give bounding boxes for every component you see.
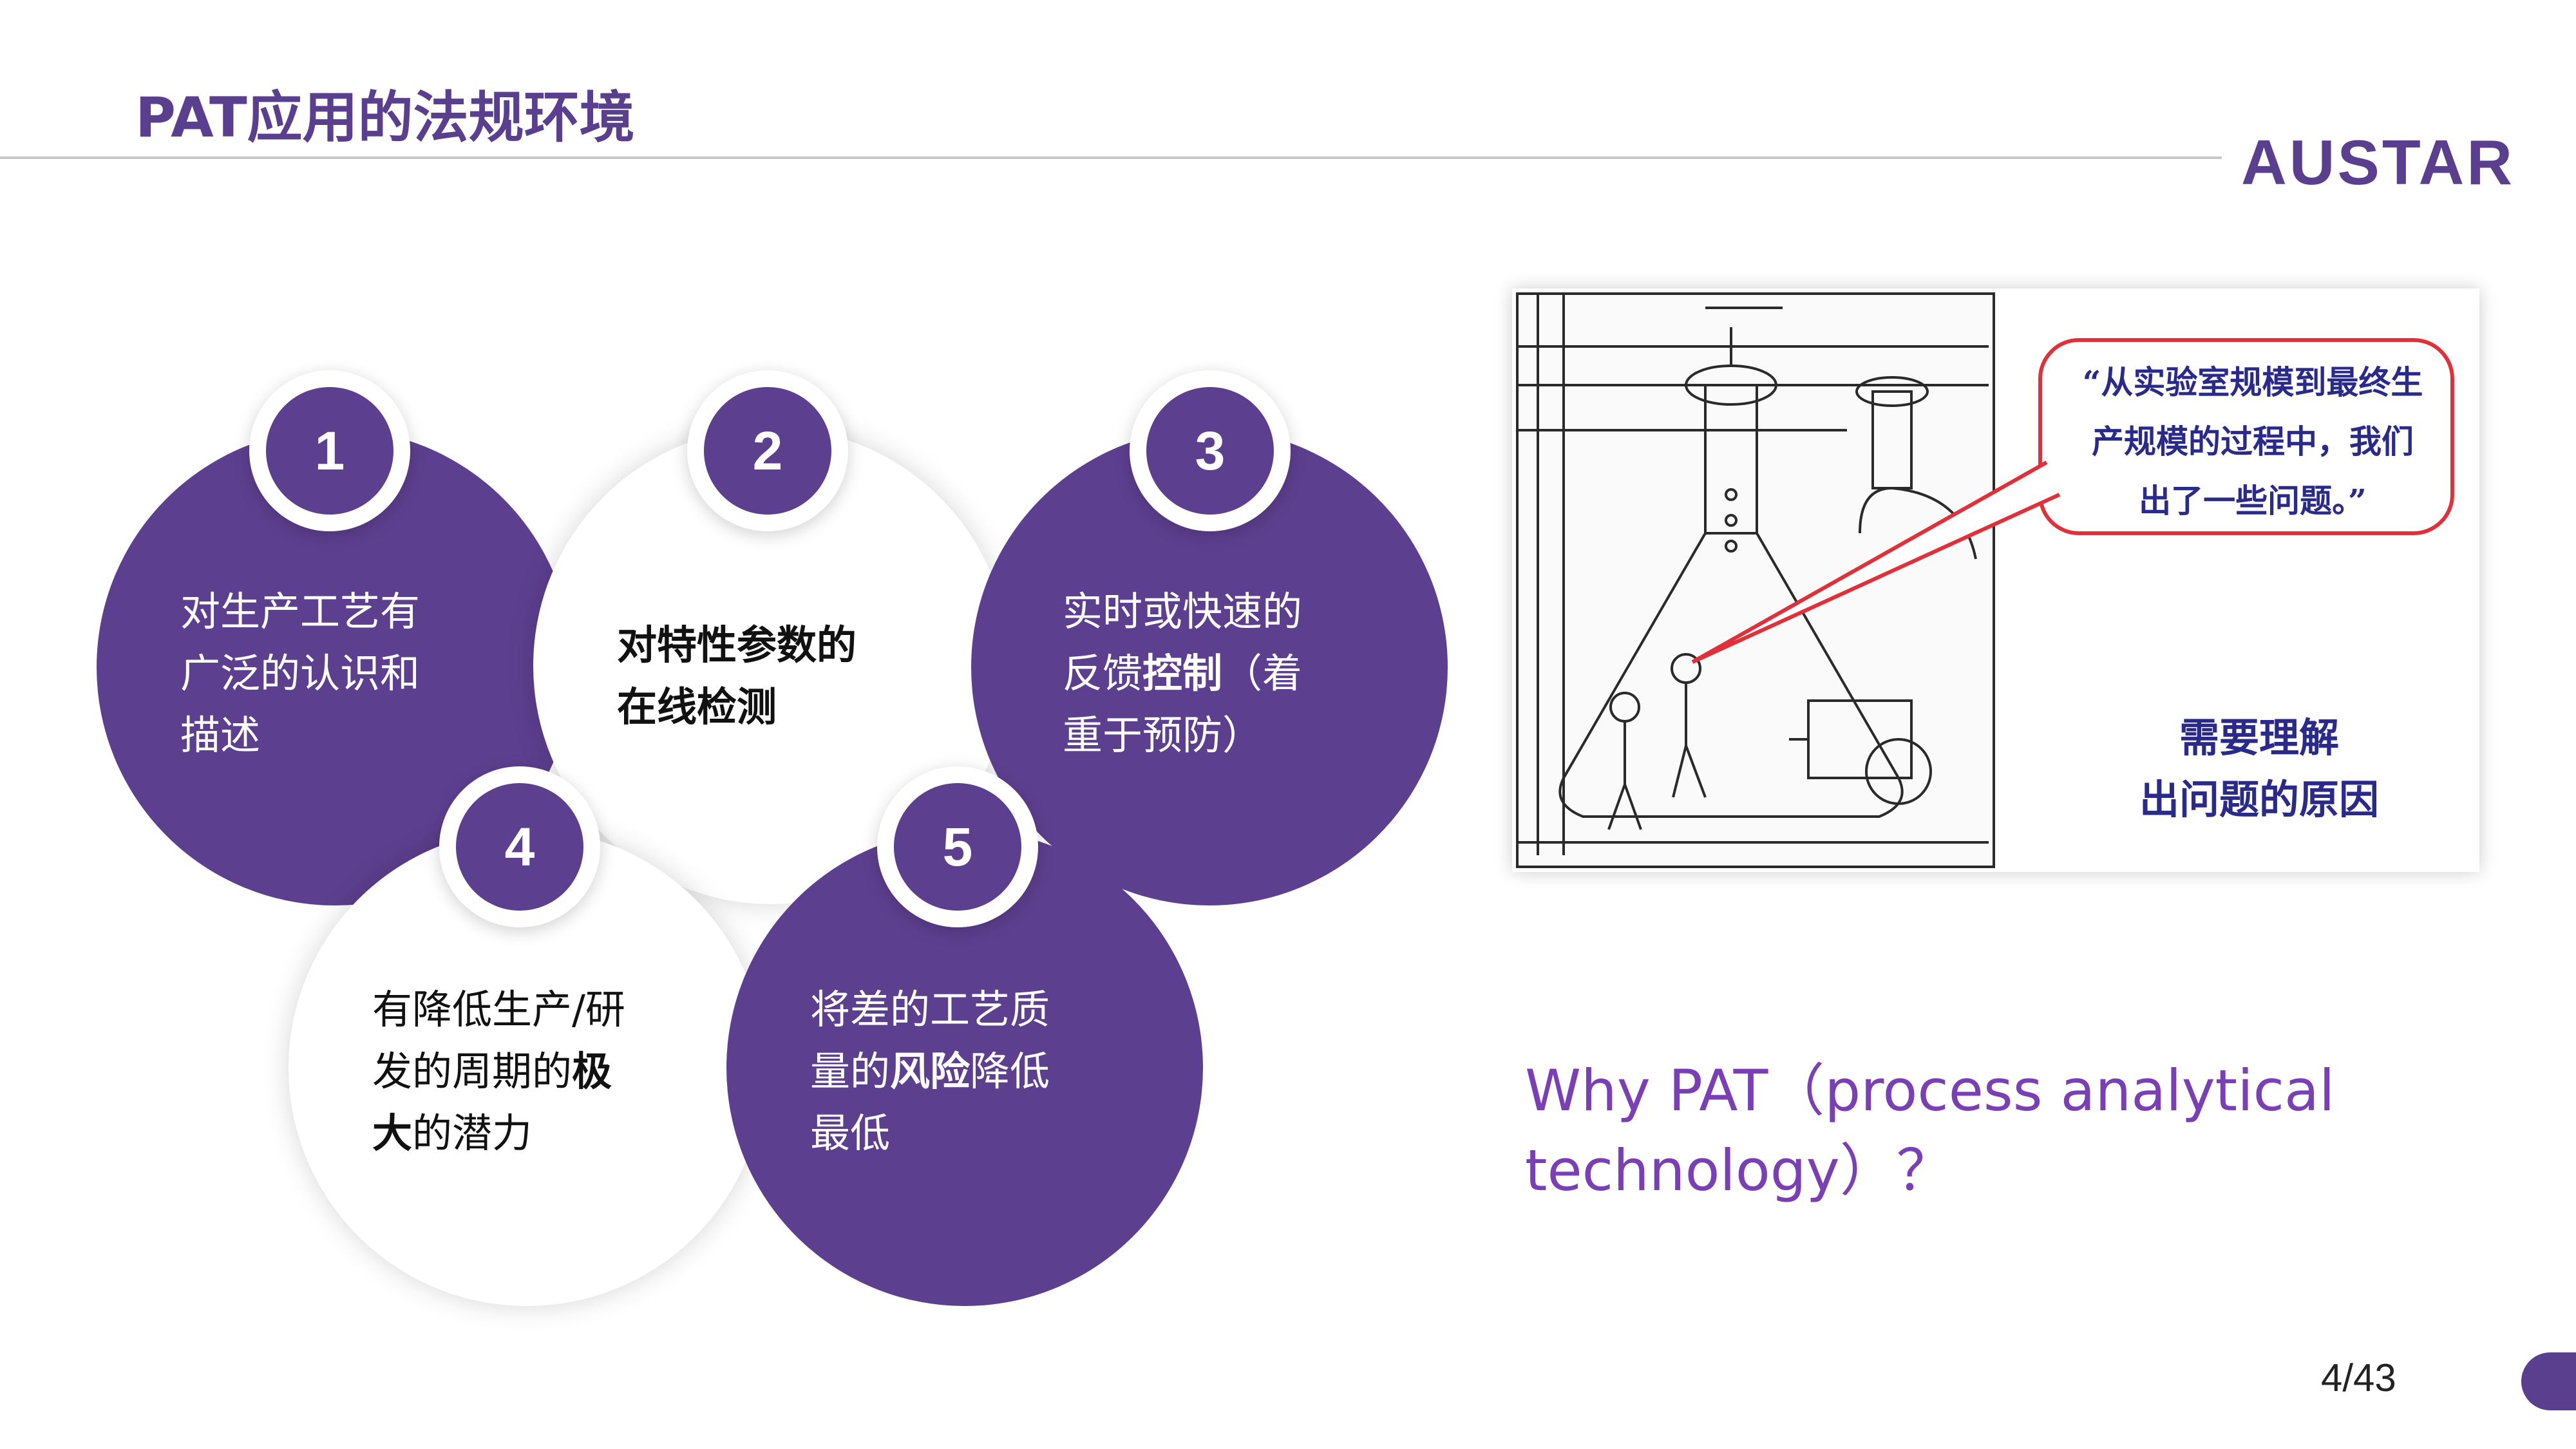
- lab-cartoon-illustration: “从实验室规模到最终生 产规模的过程中，我们 出了一些问题。” 需要理解 出问题…: [1512, 289, 2479, 872]
- number-badge-5: 5: [877, 766, 1038, 927]
- corner-tab-decoration: [2521, 1352, 2576, 1410]
- point-1-text: 对生产工艺有 广泛的认识和 描述: [180, 588, 421, 759]
- number-badge-4: 4: [439, 766, 600, 927]
- austar-logo: AUSTAR: [2241, 127, 2515, 198]
- number-badge-1: 1: [249, 370, 410, 531]
- point-2-text: 对特性参数的 在线检测: [617, 621, 857, 730]
- point-5-text: 将差的工艺质 量的风险降低 最低: [810, 986, 1050, 1157]
- point-3-text: 实时或快速的 反馈控制（着 重于预防）: [1063, 588, 1303, 759]
- why-pat-question: Why PAT（process analytical technology）？: [1525, 1057, 2335, 1204]
- number-badge-2: 2: [687, 370, 848, 531]
- slide-title: PAT应用的法规环境: [135, 86, 635, 150]
- speech-bubble-text: “从实验室规模到最终生 产规模的过程中，我们 出了一些问题。”: [2082, 363, 2423, 520]
- cartoon-caption: 需要理解 出问题的原因: [2139, 714, 2379, 823]
- page-number: 4/43: [2321, 1356, 2396, 1399]
- point-4-text: 有降低生产/研 发的周期的极 大的潜力: [372, 986, 625, 1157]
- point-circle-3: 实时或快速的 反馈控制（着 重于预防）: [971, 429, 1448, 905]
- header-divider: [0, 156, 2222, 159]
- number-badge-3: 3: [1130, 370, 1291, 531]
